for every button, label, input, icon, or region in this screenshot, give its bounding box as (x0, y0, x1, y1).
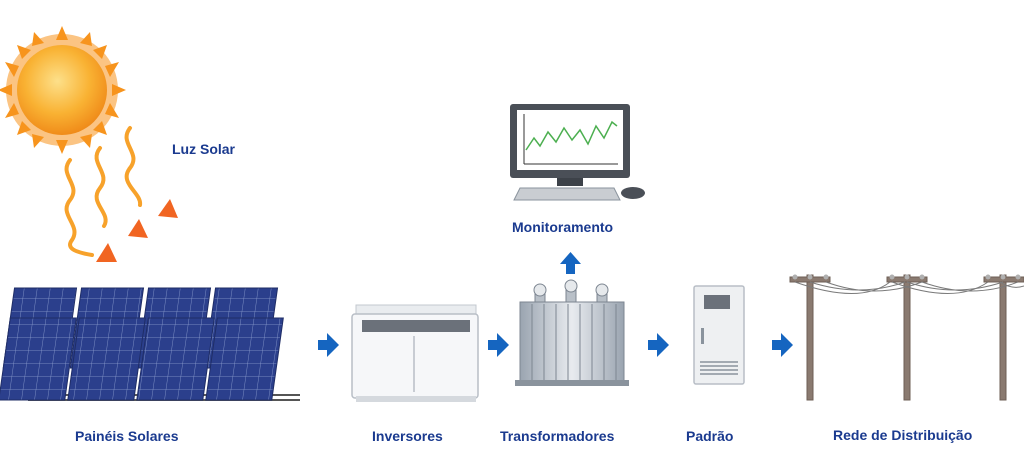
monitor-chart-line (525, 120, 618, 151)
arrow-up-icon (560, 252, 581, 274)
flow-arrows (318, 252, 793, 357)
transformers-label: Transformadores (500, 428, 615, 444)
transformer-icon (515, 279, 629, 386)
standard-label: Padrão (686, 428, 734, 444)
monitor-computer-icon (510, 104, 645, 201)
sun-icon (0, 26, 126, 154)
inverters-label: Inversores (372, 428, 443, 444)
inverter-icon (351, 304, 479, 402)
distribution-grid-label: Rede de Distribuição (833, 427, 973, 443)
arrow-right-icon (772, 333, 793, 357)
arrow-right-icon (488, 333, 509, 357)
arrow-right-icon (648, 333, 669, 357)
solar-panels-label: Painéis Solares (75, 428, 179, 444)
solar-panels-icon (0, 287, 300, 401)
sunlight-rays-icon (64, 126, 142, 257)
meter-cabinet-icon (693, 285, 745, 385)
monitoring-label: Monitoramento (512, 219, 614, 235)
distribution-grid-icon (789, 274, 1024, 401)
sunlight-label: Luz Solar (172, 141, 236, 157)
sunlight-arrowheads-icon (96, 199, 178, 262)
arrow-right-icon (318, 333, 339, 357)
